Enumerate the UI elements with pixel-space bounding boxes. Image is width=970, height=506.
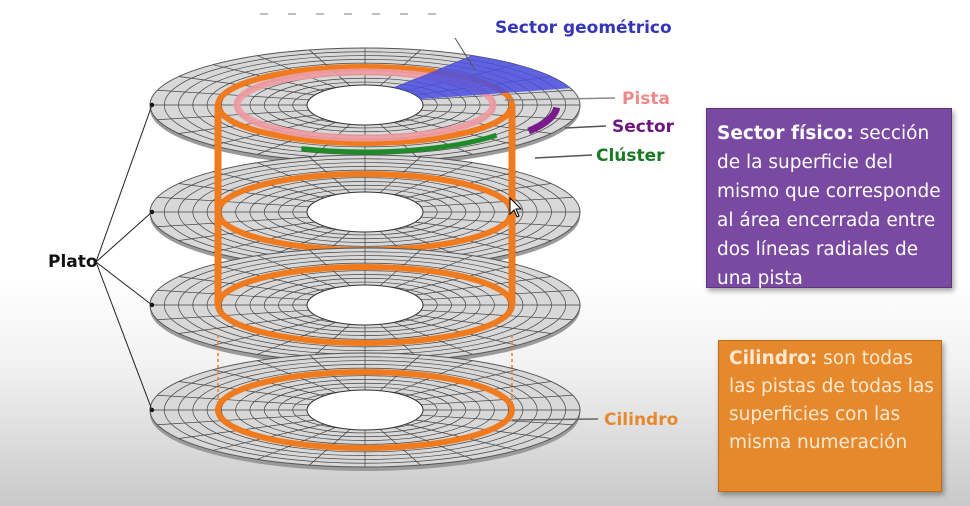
radial-line: [157, 216, 309, 228]
radial-line: [421, 89, 573, 101]
cluster-label: Clúster: [596, 146, 665, 166]
cilindro-leader: [511, 418, 599, 421]
sector-geometrico-wedge: [393, 55, 571, 100]
platter-hole: [306, 389, 424, 431]
sector-leader: [564, 125, 607, 129]
platter-hole: [306, 84, 424, 126]
radial-line: [178, 221, 315, 241]
radial-line: [415, 314, 552, 334]
plato-leader-4: [95, 261, 153, 411]
radial-line: [421, 309, 573, 321]
plato-label: Plato: [48, 252, 98, 272]
cluster-arc: [301, 132, 498, 155]
sector-label: Sector: [612, 117, 675, 137]
radial-line: [178, 381, 315, 401]
radial-line: [421, 414, 573, 426]
radial-line: [178, 114, 315, 134]
radial-line: [157, 414, 309, 426]
plato-leader-1: [95, 104, 153, 263]
radial-line: [178, 314, 315, 334]
radial-line: [178, 419, 315, 439]
sector-geometrico-leader: [454, 37, 476, 71]
mouse-cursor-icon: [509, 196, 523, 218]
sector-fisico-term: Sector físico:: [717, 123, 854, 144]
platter-3: [149, 247, 581, 366]
platter-4: [149, 352, 581, 471]
hard-disk-diagram: Sector geométrico Pista Sector Clúster P…: [48, 13, 678, 471]
radial-line: [421, 394, 573, 406]
cluster-leader: [534, 154, 593, 159]
sector-fisico-arc: [527, 106, 561, 135]
radial-line: [157, 394, 309, 406]
radial-line: [421, 216, 573, 228]
radial-line: [415, 183, 552, 203]
radial-line: [157, 196, 309, 208]
plato-leader-3: [95, 261, 153, 306]
cilindro-label: Cilindro: [604, 410, 678, 430]
sector-fisico-definition: sección de la superficie del mismo que c…: [717, 123, 941, 289]
radial-line: [157, 89, 309, 101]
pista-label: Pista: [622, 89, 670, 109]
platter-hole: [306, 191, 424, 233]
radial-line: [415, 221, 552, 241]
cilindro-definition-box: Cilindro: son todas las pistas de todas …: [718, 340, 942, 492]
radial-line: [415, 276, 552, 296]
radial-line: [157, 309, 309, 321]
radial-line: [415, 419, 552, 439]
radial-line: [178, 276, 315, 296]
cilindro-term: Cilindro:: [729, 348, 818, 369]
radial-line: [421, 289, 573, 301]
platter-hole: [306, 284, 424, 326]
radial-line: [415, 381, 552, 401]
radial-line: [178, 76, 315, 96]
radial-line: [178, 183, 315, 203]
pista-leader: [504, 97, 616, 101]
radial-line: [421, 196, 573, 208]
radial-line: [157, 289, 309, 301]
sector-fisico-definition-box: Sector físico: sección de la superficie …: [706, 108, 952, 289]
cilindro-definition: son todas las pistas de todas las superf…: [729, 348, 934, 453]
sector-geometrico-label: Sector geométrico: [495, 18, 672, 38]
radial-line: [157, 109, 309, 121]
plato-leader-2: [95, 211, 153, 263]
pista-highlight: [233, 68, 497, 142]
